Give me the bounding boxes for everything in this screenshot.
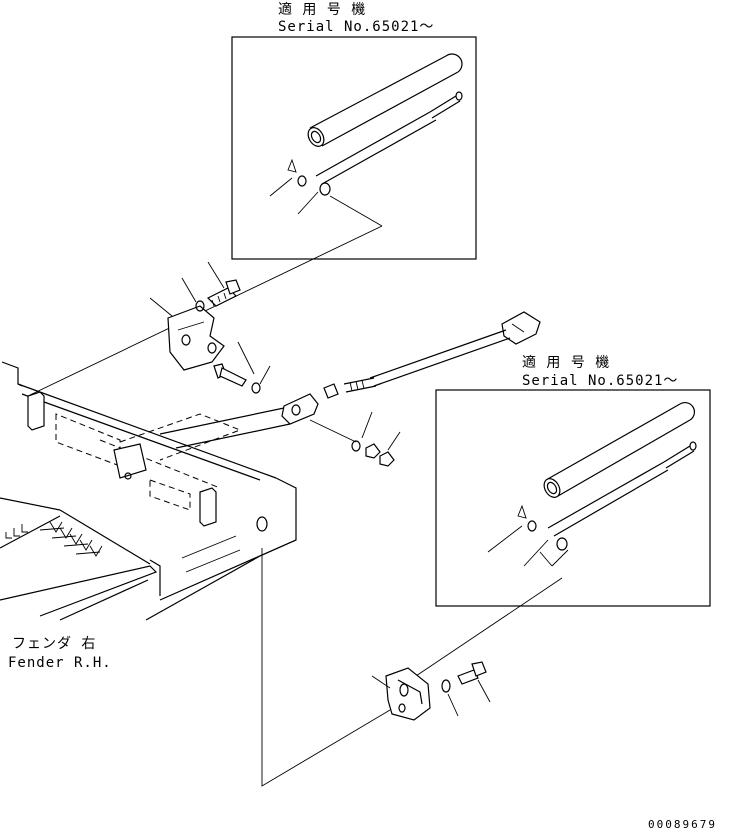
lower-bracket: [385, 667, 431, 721]
right-callout-serial: Serial No.65021～: [522, 373, 678, 389]
lower-bolt: [213, 363, 247, 387]
threaded-rod: [343, 377, 377, 393]
fender-label-jp: フェンダ 右: [12, 636, 96, 652]
top-detail-box: [231, 36, 477, 260]
clevis-nut-2: [379, 451, 395, 467]
right-cotter-pin: [517, 504, 527, 519]
clevis-washer: [351, 440, 361, 452]
fender-group: フェンダ 右 Fender R.H.: [0, 361, 297, 671]
fender-mount: [113, 443, 147, 479]
drawing-number: 00089679: [648, 818, 717, 830]
right-callout-jp: 適 用 号 機: [522, 354, 610, 371]
lower-washer: [251, 382, 261, 394]
right-pin-washer: [556, 537, 568, 551]
top-callout-jp: 適 用 号 機: [278, 1, 366, 18]
lower-bracket-bolt: [457, 661, 487, 685]
top-washer: [297, 175, 307, 187]
top-tube: [307, 53, 463, 147]
lower-bracket-group: [371, 661, 491, 721]
top-rod: [315, 91, 463, 185]
upper-bolt: [206, 279, 241, 307]
fender-to-bracket-leader: [261, 548, 391, 787]
right-rod: [547, 441, 697, 537]
fender-hole: [256, 516, 268, 532]
right-tube: [543, 401, 696, 498]
top-pin-washer: [319, 182, 331, 196]
lock-nut: [323, 383, 339, 399]
fender-tab-left: [27, 391, 45, 431]
right-detail-group: 適 用 号 機 Serial No.65021～: [409, 354, 711, 681]
top-callout-serial: Serial No.65021～: [278, 19, 434, 35]
lower-bracket-washer: [441, 679, 451, 693]
long-rod-group: [159, 311, 541, 467]
fender-tab-right: [199, 487, 217, 527]
upper-bracket: [167, 305, 225, 371]
right-washer: [527, 520, 537, 532]
top-detail-group: 適 用 号 機 Serial No.65021～: [29, 1, 477, 396]
clevis-nut-1: [365, 443, 381, 459]
rod-end-clevis: [501, 311, 541, 345]
top-cotter-pin: [287, 158, 297, 173]
right-detail-box: [435, 389, 711, 607]
fender-tread: [5, 521, 103, 557]
upper-washer: [195, 300, 205, 312]
upper-bracket-group: [149, 261, 271, 394]
fender-label-en: Fender R.H.: [8, 655, 112, 671]
